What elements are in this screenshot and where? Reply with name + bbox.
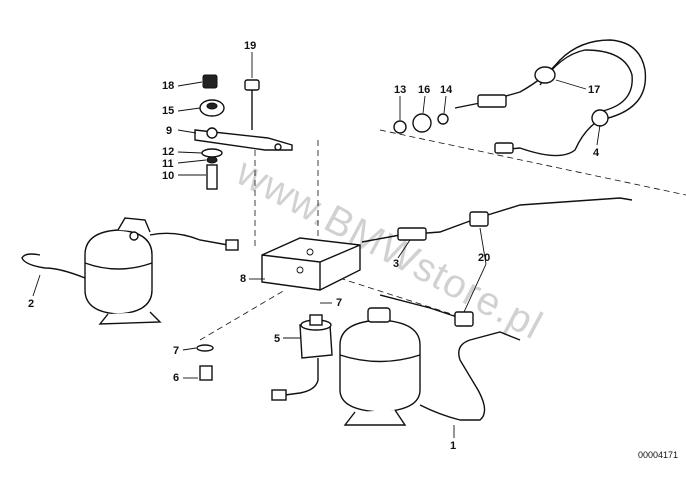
main-pipe — [361, 197, 633, 327]
callout-17: 17 — [588, 84, 601, 96]
callout-16: 16 — [418, 84, 431, 96]
callout-6: 6 — [173, 372, 180, 384]
callout-5: 5 — [274, 333, 281, 345]
callout-1: 1 — [450, 440, 457, 452]
callout-7-left: 7 — [173, 345, 180, 357]
distribution-block — [261, 237, 361, 291]
diagram-code: 00004171 — [637, 450, 678, 460]
callout-11: 11 — [162, 158, 174, 170]
callout-14: 14 — [440, 84, 453, 96]
callout-15: 15 — [162, 105, 175, 117]
upper-hose — [393, 39, 647, 157]
callout-3: 3 — [393, 258, 400, 270]
callout-4: 4 — [593, 147, 600, 159]
bracket-assembly — [194, 74, 293, 190]
callout-13: 13 — [394, 84, 407, 96]
callout-12: 12 — [162, 146, 175, 158]
callout-2: 2 — [28, 298, 35, 310]
guide-line-bolt — [199, 289, 286, 341]
pressure-regulator — [196, 314, 333, 401]
left-accumulator — [21, 217, 239, 325]
callout-19: 19 — [244, 40, 257, 52]
guide-line-pipe — [329, 274, 471, 321]
callout-8: 8 — [240, 273, 247, 285]
callout-7-right: 7 — [336, 297, 343, 309]
right-accumulator — [339, 307, 521, 426]
guide-line-hose — [379, 129, 686, 196]
callout-20: 20 — [478, 252, 491, 264]
leader-lines — [32, 52, 601, 438]
callout-10: 10 — [162, 170, 175, 182]
callout-18: 18 — [162, 80, 175, 92]
callout-9: 9 — [166, 125, 173, 137]
